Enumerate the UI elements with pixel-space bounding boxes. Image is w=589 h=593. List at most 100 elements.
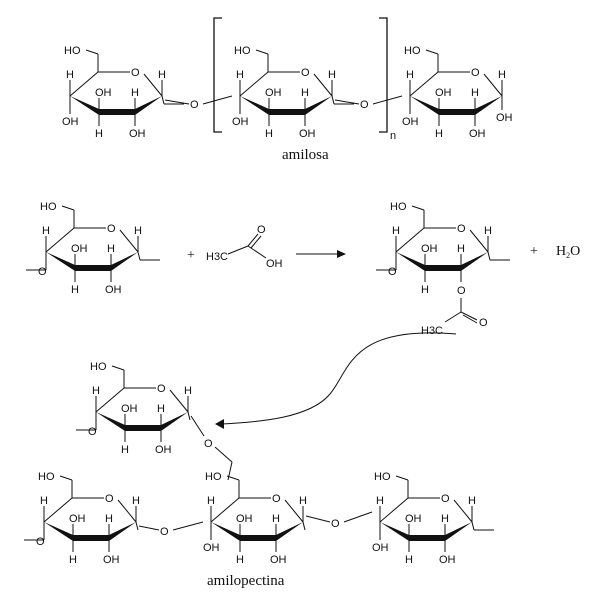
hydroxymethyl-group: HO	[404, 45, 421, 57]
branch-oxygen: O	[204, 438, 213, 450]
hydrogen-atom: H	[105, 513, 113, 525]
ring-oxygen: O	[471, 67, 480, 79]
reaction-arrow	[296, 250, 346, 258]
hydrogen-atom: H	[405, 554, 413, 566]
hydrogen-atom: H	[121, 444, 129, 456]
hydroxyl-group: OH	[469, 128, 486, 140]
hydroxyl-group: OH	[496, 112, 513, 124]
hydroxymethyl-group: HO	[390, 201, 407, 213]
hydrogen-atom: H	[301, 87, 309, 99]
hydroxymethyl-group: HO	[205, 471, 222, 483]
amylopectin-caption: amilopectina	[207, 573, 285, 589]
hydroxymethyl-group: HO	[374, 471, 391, 483]
hydrogen-atom: H	[132, 495, 140, 507]
hydrogen-atom: H	[66, 69, 74, 81]
curved-arrow	[215, 332, 457, 429]
hydrogen-atom: H	[69, 554, 77, 566]
chain-oxygen: O	[88, 426, 97, 438]
repeat-bracket-right	[379, 17, 388, 133]
hydroxyl-group: OH	[405, 513, 422, 525]
hydroxyl-group: OH	[402, 116, 419, 128]
hydrogen-atom: H	[328, 69, 336, 81]
hydrogen-atom: H	[468, 495, 476, 507]
hydroxymethyl-group: HO	[90, 361, 107, 373]
hydroxyl-group: OH	[439, 554, 456, 566]
chain-oxygen: O	[36, 536, 45, 548]
hydrogen-atom: H	[71, 284, 79, 296]
hydrogen-atom: H	[484, 225, 492, 237]
hydroxymethyl-group: HO	[40, 201, 57, 213]
hydrogen-atom: H	[207, 495, 215, 507]
hydroxyl-group: OH	[121, 403, 138, 415]
repeat-bracket-left	[213, 17, 222, 133]
chain-oxygen: O	[38, 266, 47, 278]
methyl-group: H3C	[206, 251, 228, 263]
chain-oxygen: O	[388, 266, 397, 278]
ester-oxygen: O	[457, 285, 466, 297]
hydroxymethyl-group: HO	[234, 45, 251, 57]
hydrogen-atom: H	[457, 243, 465, 255]
glycosidic-link: O	[305, 511, 373, 530]
carbonyl-oxygen: O	[257, 224, 266, 236]
glycosidic-link: O	[138, 521, 204, 538]
branch-link: O	[190, 415, 233, 481]
water-molecule: H2O	[556, 244, 580, 260]
hydrogen-atom: H	[406, 69, 414, 81]
hydrogen-atom: H	[236, 69, 244, 81]
hydrogen-atom: H	[272, 513, 280, 525]
ring-oxygen: O	[107, 223, 116, 235]
hydroxyl-group: OH	[270, 554, 287, 566]
hydrogen-atom: H	[107, 243, 115, 255]
hydrogen-atom: H	[441, 513, 449, 525]
hydrogen-atom: H	[42, 225, 50, 237]
hydrogen-atom: H	[265, 128, 273, 140]
hydroxymethyl-group: HO	[38, 471, 55, 483]
hydrogen-atom: H	[435, 128, 443, 140]
hydrogen-atom: H	[158, 69, 166, 81]
hydrogen-atom: H	[376, 495, 384, 507]
hydroxymethyl-group: HO	[64, 45, 81, 57]
hydrogen-atom: H	[184, 385, 192, 397]
ring-oxygen: O	[157, 383, 166, 395]
water-oxygen: O	[570, 244, 580, 259]
water-hydrogen: H	[556, 244, 566, 259]
hydrogen-atom: H	[92, 385, 100, 397]
hydrogen-atom: H	[471, 87, 479, 99]
hydrogen-atom: H	[236, 554, 244, 566]
hydroxyl-group: OH	[62, 116, 79, 128]
hydroxyl-group: OH	[103, 554, 120, 566]
glycosidic-oxygen: O	[360, 99, 369, 111]
hydroxyl-group: OH	[69, 513, 86, 525]
hydroxyl-group: OH	[105, 284, 122, 296]
hydrogen-atom: H	[421, 284, 429, 296]
repeat-subscript: n	[390, 130, 396, 142]
ring-oxygen: O	[105, 493, 114, 505]
svg-text:H2O: H2O	[556, 244, 580, 260]
acetic-acid: H3C O OH	[206, 224, 283, 270]
hydroxyl-group: OH	[372, 542, 389, 554]
hydroxyl-group: OH	[421, 243, 438, 255]
ring-oxygen: O	[131, 67, 140, 79]
hydroxyl-group: OH	[71, 243, 88, 255]
plus-sign: +	[530, 244, 538, 259]
hydroxyl-group: OH	[232, 116, 249, 128]
glycosidic-link: O	[164, 95, 233, 111]
hydroxyl-group: OH	[236, 513, 253, 525]
hydroxyl-group: OH	[265, 87, 282, 99]
glycosidic-oxygen: O	[160, 526, 169, 538]
hydroxyl-group: OH	[435, 87, 452, 99]
carbonyl-oxygen: O	[479, 317, 488, 329]
glycosidic-oxygen: O	[190, 99, 199, 111]
methyl-group: H3C	[421, 325, 443, 337]
hydrogen-atom: H	[157, 403, 165, 415]
